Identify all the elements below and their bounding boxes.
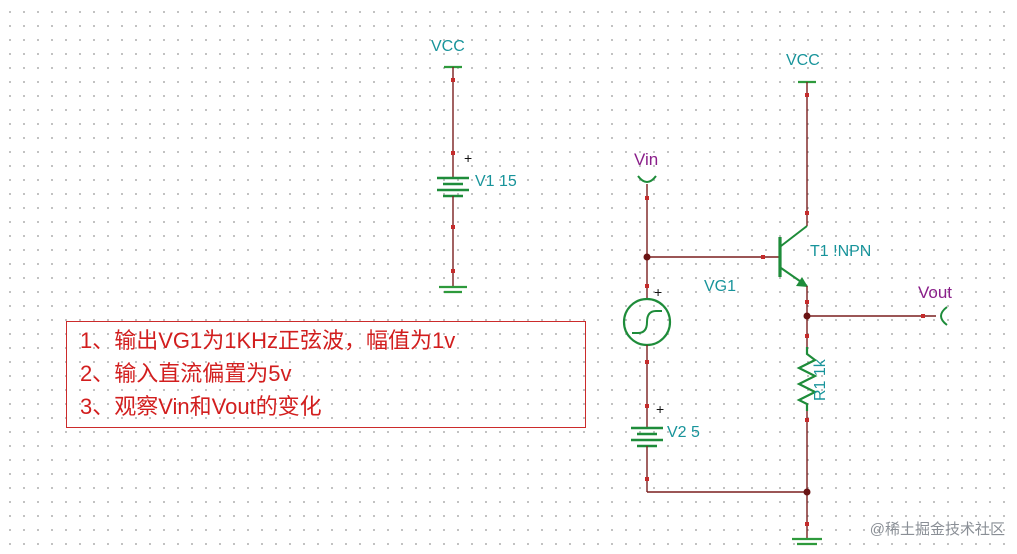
vout-label: Vout [918, 283, 953, 302]
vin-label: Vin [634, 150, 659, 169]
ground-v1 [439, 285, 467, 294]
vout-terminal [940, 306, 948, 326]
battery-v2 [631, 426, 663, 448]
signal-source-vg1 [622, 297, 672, 347]
junction-base-node [643, 253, 651, 261]
r1-label: R1 1k [812, 359, 829, 401]
junction-emitter-node [803, 312, 811, 320]
watermark: @稀土掘金技术社区 [869, 521, 1005, 538]
v1-label: V1 15 [475, 173, 517, 190]
pin-markers [451, 78, 925, 526]
v1-plus-label: + [464, 150, 473, 166]
t1-label: T1 !NPN [810, 243, 872, 260]
battery-v1 [437, 176, 469, 198]
v2-plus-label: + [656, 401, 665, 417]
resistor-r1 [796, 347, 818, 411]
vcc-right-label: VCC [786, 52, 820, 69]
vg1-plus-label: + [654, 284, 663, 300]
note-line-2: 2、输入直流偏置为5v [80, 361, 292, 386]
vcc-top-label: VCC [431, 38, 465, 55]
note-box: 1、输出VG1为1KHz正弦波，幅值为1v 2、输入直流偏置为5v 3、观察Vi… [66, 321, 586, 428]
junction-bottom-node [803, 488, 811, 496]
vin-terminal [637, 175, 657, 183]
transistor-t1 [778, 225, 808, 287]
note-line-3: 3、观察Vin和Vout的变化 [80, 394, 322, 419]
v2-label: V2 5 [667, 424, 700, 441]
ground-main [792, 537, 822, 546]
vg1-label: VG1 [704, 278, 737, 295]
note-line-1: 1、输出VG1为1KHz正弦波，幅值为1v [80, 328, 456, 353]
